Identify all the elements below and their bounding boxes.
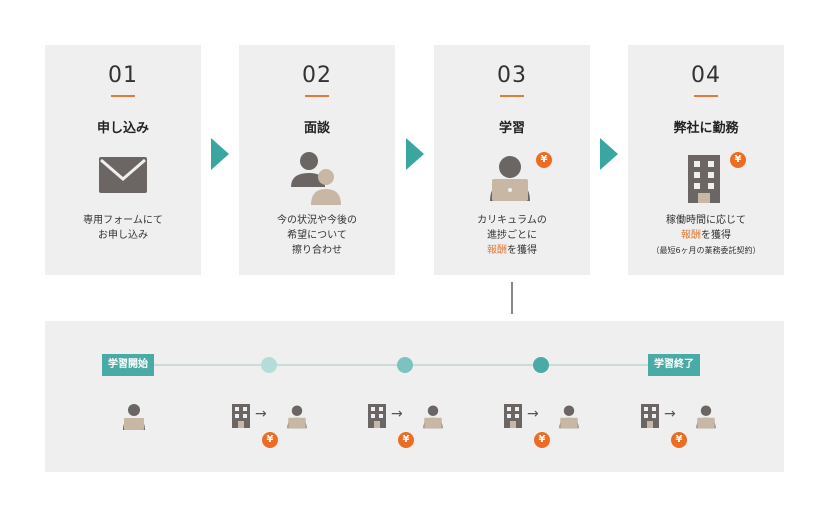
step-number: 03 [497, 63, 527, 88]
yen-coin-icon: ¥ [262, 432, 278, 448]
step-card-02: 02 面談 今の状況や今後の 希望について 擦り合わせ [239, 45, 395, 275]
step-number-underline [694, 95, 718, 97]
reward-highlight: 報酬 [487, 245, 507, 256]
step-description: 稼働時間に応じて 報酬を獲得 （最短6ヶ月の業務委託契約） [628, 213, 784, 258]
step-title: 申し込み [96, 121, 149, 136]
step-number-underline [305, 95, 329, 97]
desc-line-reward: 報酬を獲得 [628, 228, 784, 243]
step-title: 学習 [498, 121, 525, 136]
step-description: 専用フォームにて お申し込み [45, 213, 201, 243]
step-number: 02 [302, 63, 332, 88]
office-building-icon [628, 149, 784, 209]
desc-line: 希望について [287, 230, 347, 241]
desc-line: カリキュラムの [477, 215, 547, 226]
yen-coin-icon: ¥ [536, 152, 552, 168]
timeline-start-learner [118, 400, 150, 460]
desc-line: 進捗ごとに [487, 230, 537, 241]
reward-tail: を獲得 [701, 230, 731, 241]
office-building-icon [368, 404, 386, 428]
timeline-flow-step: → ¥ [503, 400, 583, 460]
arrow-right-icon: → [664, 406, 676, 422]
desc-line: お申し込み [98, 230, 148, 241]
arrow-right-icon: → [391, 406, 403, 422]
laptop-learner-icon [423, 405, 443, 429]
timeline-end-badge: 学習終了 [648, 354, 700, 376]
desc-line: 擦り合わせ [292, 245, 342, 256]
reward-highlight: 報酬 [681, 230, 701, 241]
laptop-learner-icon [559, 405, 579, 429]
step-card-01: 01 申し込み 専用フォームにて お申し込み [45, 45, 201, 275]
timeline-flow-step: → ¥ [367, 400, 447, 460]
step-number: 04 [691, 63, 721, 88]
desc-line: 稼働時間に応じて [666, 215, 746, 226]
connector-line [511, 282, 513, 314]
chevron-right-icon [211, 138, 229, 170]
step-number-underline [500, 95, 524, 97]
yen-coin-icon: ¥ [534, 432, 550, 448]
office-building-icon [232, 404, 250, 428]
timeline-dot [533, 357, 549, 373]
laptop-learner-icon [287, 405, 307, 429]
step-card-04: 04 弊社に勤務 ¥ 稼働時間に応じて 報酬を獲得 （最短6ヶ月の業務委託契約） [628, 45, 784, 275]
envelope-icon [45, 149, 201, 209]
desc-line-reward: 報酬を獲得 [434, 243, 590, 258]
step-title: 弊社に勤務 [673, 121, 739, 136]
timeline-start-badge: 学習開始 [102, 354, 154, 376]
step-number: 01 [108, 63, 138, 88]
timeline-flow-step: → ¥ [231, 400, 311, 460]
timeline-dot [397, 357, 413, 373]
desc-line: 今の状況や今後の [277, 215, 357, 226]
laptop-learner-icon [434, 149, 590, 209]
yen-coin-icon: ¥ [671, 432, 687, 448]
meeting-people-icon [239, 149, 395, 209]
desc-line: 専用フォームにて [83, 215, 163, 226]
arrow-right-icon: → [527, 406, 539, 422]
yen-coin-icon: ¥ [730, 152, 746, 168]
reward-tail: を獲得 [507, 245, 537, 256]
step-number-underline [111, 95, 135, 97]
chevron-right-icon [406, 138, 424, 170]
timeline-panel [45, 321, 784, 472]
laptop-learner-icon [123, 404, 145, 430]
step-card-03: 03 学習 ¥ カリキュラムの 進捗ごとに 報酬を獲得 [434, 45, 590, 275]
arrow-right-icon: → [255, 406, 267, 422]
timeline-dot [261, 357, 277, 373]
step-description: 今の状況や今後の 希望について 擦り合わせ [239, 213, 395, 258]
laptop-learner-icon [696, 405, 716, 429]
chevron-right-icon [600, 138, 618, 170]
office-building-icon [641, 404, 659, 428]
step-description: カリキュラムの 進捗ごとに 報酬を獲得 [434, 213, 590, 258]
yen-coin-icon: ¥ [398, 432, 414, 448]
step-title: 面談 [303, 121, 330, 136]
timeline-flow-step: → ¥ [640, 400, 720, 460]
contract-note: （最短6ヶ月の業務委託契約） [651, 246, 761, 255]
office-building-icon [504, 404, 522, 428]
